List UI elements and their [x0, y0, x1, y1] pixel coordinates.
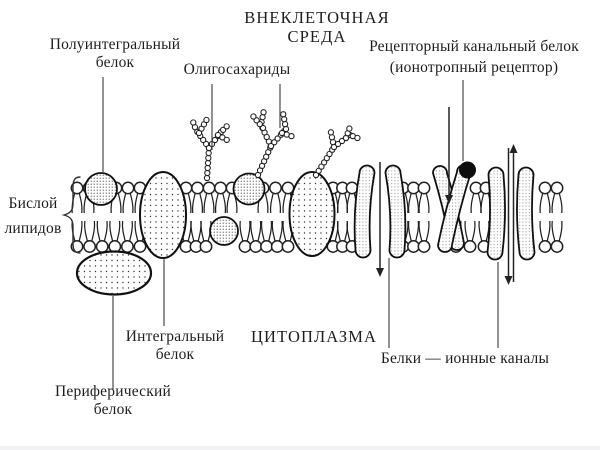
semi-integral-protein-shape: [84, 172, 118, 206]
integral-line2: белок: [155, 345, 195, 363]
extracellular-line1: ВНЕКЛЕТОЧНАЯ: [244, 8, 390, 27]
integral-line1: Интегральный: [125, 328, 225, 345]
semi-integral-line2: белок: [95, 53, 135, 71]
extracellular-line2: СРЕДА: [287, 27, 347, 47]
bilayer-line2: липидов: [4, 220, 62, 238]
receptor-line1: Рецепторный канальный белок: [369, 38, 579, 55]
semi-integral-line1: Полуинтегральный: [49, 36, 181, 53]
peripheral-protein-label: Периферический белок: [33, 383, 193, 419]
receptor-line2: (ионотропный рецептор): [389, 59, 559, 77]
ion-channel-proteins-label: Белки — ионные каналы: [380, 350, 550, 367]
ion-channel-half: [353, 164, 376, 259]
extracellular-label: ВНЕКЛЕТОЧНАЯ СРЕДА: [229, 8, 405, 46]
receptor-channel-protein-label: Рецепторный канальный белок (ионотропный…: [348, 36, 600, 79]
label-pointer-lines: [102, 77, 499, 389]
inner-leaflet-protein-shape: [209, 216, 239, 246]
semi-integral-protein-label: Полуинтегральный белок: [30, 36, 200, 72]
integral-protein-shape: [139, 171, 187, 259]
membrane-proteins: [75, 171, 336, 296]
bilayer-brace-icon: [61, 176, 81, 254]
oligosaccharides-label: Олигосахариды: [183, 61, 291, 78]
ion-channel-half: [486, 166, 506, 261]
ion-flow-arrows: [376, 107, 518, 285]
ion-flow-arrow-open-channel: [376, 162, 384, 277]
peripheral-line2: белок: [93, 400, 133, 418]
cytoplasm-label: ЦИТОПЛАЗМА: [250, 327, 378, 346]
integral-protein-label: Интегральный белок: [105, 328, 245, 364]
peripheral-protein-shape: [75, 250, 153, 296]
ion-flow-arrow-down: [504, 148, 513, 285]
peripheral-line1: Периферический: [55, 383, 171, 400]
ligand-ball: [459, 161, 476, 179]
oligosaccharide-chains: [190, 109, 361, 182]
ion-flow-arrow-up: [509, 144, 518, 282]
large-integral-glycoprotein-shape: [288, 171, 336, 257]
ion-flow-arrow-blocked: [445, 107, 453, 204]
page-edge-strip: [0, 446, 600, 450]
bilayer-line1: Бислой: [8, 195, 58, 212]
lipid-bilayer-label: Бислой липидов: [2, 191, 64, 241]
glycosylated-surface-protein-shape: [232, 172, 266, 206]
ion-channel-half: [384, 164, 407, 259]
ion-channel-half: [516, 166, 536, 261]
ion-channel-proteins: [353, 161, 536, 261]
